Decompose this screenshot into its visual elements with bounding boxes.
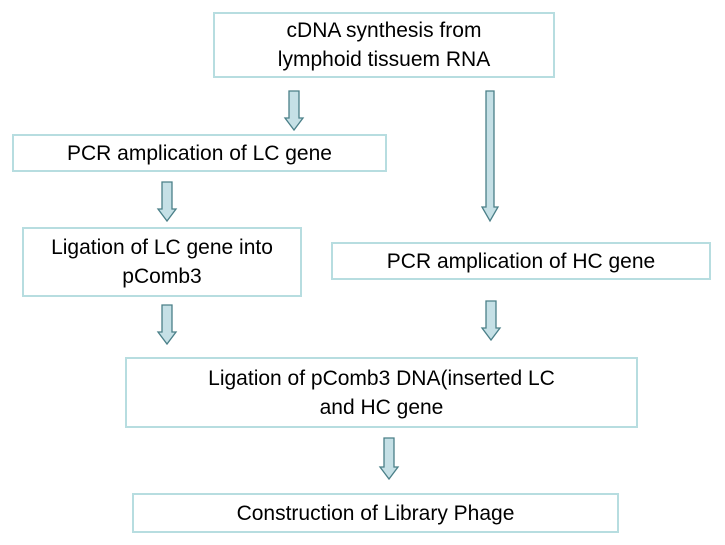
arrow-cdna-to-pcr-hc	[480, 90, 500, 223]
library-phage-box: Construction of Library Phage	[132, 493, 619, 533]
pcr-hc-label: PCR amplication of HC gene	[386, 249, 656, 273]
cdna-synthesis-line-1: cDNA synthesis from	[286, 19, 482, 42]
arrow-ligation-both-to-library	[378, 437, 400, 481]
arrow-pcr-hc-to-ligation-both	[480, 300, 502, 342]
cdna-synthesis-box: cDNA synthesis from lymphoid tissuem RNA	[213, 12, 555, 78]
arrow-cdna-to-pcr-lc	[283, 90, 305, 132]
ligation-both-line-1: Ligation of pComb3 DNA(inserted LC	[208, 366, 555, 390]
ligation-both-line-2: and HC gene	[319, 395, 444, 419]
pcr-lc-box: PCR amplication of LC gene	[12, 134, 387, 172]
ligation-lc-box: Ligation of LC gene into pComb3	[22, 227, 302, 297]
pcr-lc-label: PCR amplication of LC gene	[67, 141, 332, 165]
arrow-ligation-lc-to-ligation-both	[156, 304, 178, 346]
library-phage-label: Construction of Library Phage	[236, 501, 515, 525]
pcr-hc-box: PCR amplication of HC gene	[331, 242, 711, 280]
arrow-pcr-lc-to-ligation-lc	[156, 181, 178, 223]
ligation-lc-line-1: Ligation of LC gene into	[51, 236, 273, 259]
cdna-synthesis-line-2: lymphoid tissuem RNA	[277, 48, 491, 71]
ligation-lc-line-2: pComb3	[122, 265, 202, 288]
ligation-both-box: Ligation of pComb3 DNA(inserted LC and H…	[125, 357, 638, 428]
